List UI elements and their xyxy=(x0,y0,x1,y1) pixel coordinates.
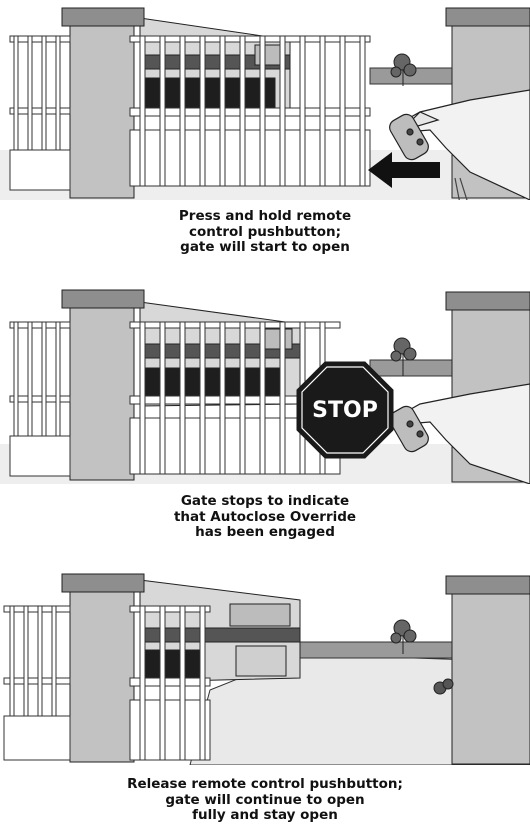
panel-3 xyxy=(0,570,530,765)
scene-gate-stopped: STOP xyxy=(0,284,530,484)
caption-3-line-2: gate will continue to open xyxy=(0,793,530,809)
caption-3-line-1: Release remote control pushbutton; xyxy=(0,777,530,793)
back-wall xyxy=(370,360,460,376)
panel-1 xyxy=(0,0,530,200)
caption-1-line-3: gate will start to open xyxy=(0,240,530,256)
caption-1-line-1: Press and hold remote xyxy=(0,209,530,225)
caption-1-line-2: control pushbutton; xyxy=(0,225,530,241)
caption-3-line-3: fully and stay open xyxy=(0,808,530,824)
scene-gate-closing xyxy=(0,0,530,200)
stop-sign-icon: STOP xyxy=(297,362,393,458)
back-wall xyxy=(300,642,460,658)
caption-3: Release remote control pushbutton; gate … xyxy=(0,777,530,824)
caption-2: Gate stops to indicate that Autoclose Ov… xyxy=(0,494,530,541)
caption-1: Press and hold remote control pushbutton… xyxy=(0,209,530,256)
panel-2: STOP xyxy=(0,284,530,484)
caption-2-line-1: Gate stops to indicate xyxy=(0,494,530,510)
right-pillar xyxy=(446,576,530,764)
caption-2-line-3: has been engaged xyxy=(0,525,530,541)
caption-2-line-2: that Autoclose Override xyxy=(0,510,530,526)
scene-gate-open xyxy=(0,570,530,765)
stop-sign-text: STOP xyxy=(312,398,378,423)
